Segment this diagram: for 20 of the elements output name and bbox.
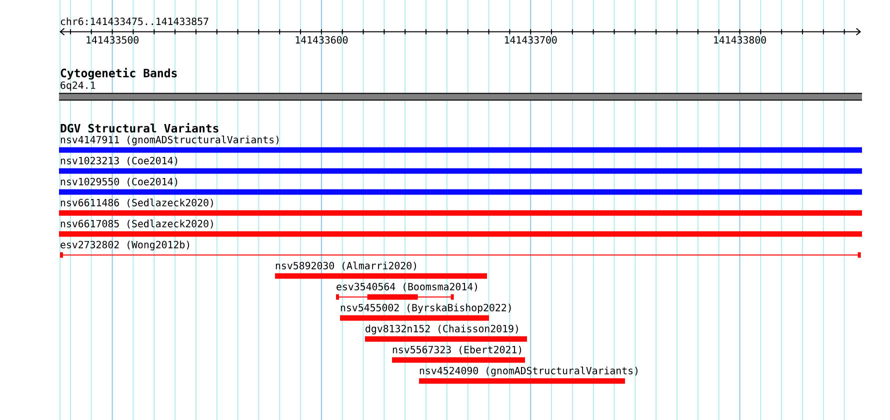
feature-label: nsv6611486 (Sedlazeck2020) <box>60 198 213 208</box>
tick-label: 141433700 <box>504 36 557 44</box>
feature-label: nsv6617085 (Sedlazeck2020) <box>60 220 213 229</box>
band-label: 6q24.1 <box>60 81 96 91</box>
feature-label: nsv4147911 (gnomADStructuralVariants) <box>60 136 278 146</box>
feature-label: nsv5567323 (Ebert2021) <box>392 346 522 355</box>
feature-label: nsv4524090 (gnomADStructuralVariants) <box>420 366 638 376</box>
feature-label: nsv5455002 (ByrskaBishop2022) <box>340 304 511 314</box>
feature-label: nsv1029550 (Coe2014) <box>60 178 178 187</box>
tick-label: 141433600 <box>296 36 348 44</box>
track-heading: DGV Structural Variants <box>60 123 218 133</box>
tick-label: 141433500 <box>86 36 138 44</box>
tick-label: 141433800 <box>714 36 766 44</box>
feature-label: esv3540564 (Boomsma2014) <box>336 282 477 292</box>
track-heading: Cytogenetic Bands <box>60 68 177 80</box>
feature-label: nsv1023213 (Coe2014) <box>60 156 178 166</box>
coordinate-title: chr6:141433475..141433857 <box>60 17 208 26</box>
feature-label: nsv5892030 (Almarri2020) <box>276 262 416 271</box>
feature-label: dgv8132n152 (Chaisson2019) <box>366 324 518 334</box>
feature-label: esv2732802 (Wong2012b) <box>60 240 190 250</box>
